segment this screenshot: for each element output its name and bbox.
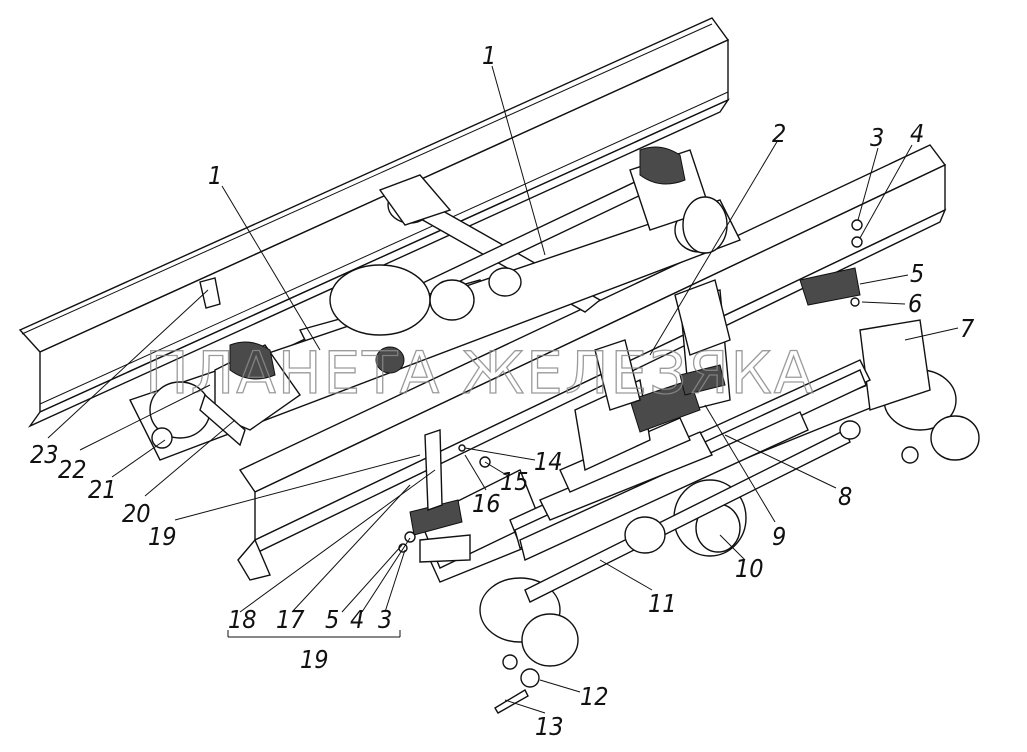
- bushing-center: [429, 267, 522, 321]
- callout-20: 19: [148, 522, 177, 551]
- callout-8: 8: [838, 482, 852, 511]
- callout-17: 17: [276, 605, 305, 634]
- callout-10: 10: [735, 554, 764, 583]
- callout-2: 2: [772, 119, 786, 148]
- bracket-rear-right: [629, 146, 728, 254]
- callout-4: 4: [910, 119, 924, 148]
- callout-19: 19: [300, 645, 329, 674]
- callout-3: 3: [870, 123, 884, 152]
- leader-lines: [47, 65, 959, 714]
- bracket-rear-left: [199, 341, 301, 447]
- frame-rail-left: [18, 17, 730, 428]
- callout-1b: 1: [482, 41, 496, 70]
- callout-4b: 4: [350, 605, 364, 634]
- callout-18: 18: [228, 605, 257, 634]
- callout-7: 7: [960, 314, 975, 343]
- callout-11: 11: [648, 589, 677, 618]
- torque-rod-lower: [524, 420, 861, 603]
- callout-12: 12: [580, 682, 609, 711]
- callout-5b: 5: [325, 605, 339, 634]
- watermark: ПЛАНЕТА ЖЕЛЕЗЯКА: [145, 339, 815, 407]
- callout-21: 20: [122, 499, 151, 528]
- callout-5: 5: [910, 259, 924, 288]
- callout-9: 9: [772, 522, 786, 551]
- callout-13: 13: [535, 712, 564, 741]
- callout-14: 14: [534, 447, 563, 476]
- bracket-frame-front: [424, 279, 731, 511]
- callout-22: 21: [88, 475, 117, 504]
- callout-3b: 3: [378, 605, 392, 634]
- callout-16: 16: [472, 489, 501, 518]
- callout-23: 22: [58, 455, 87, 484]
- callout-6: 6: [908, 289, 922, 318]
- pads: [409, 267, 861, 563]
- callout-1a: 1: [208, 161, 222, 190]
- callouts: 1 1 2 3 4 5 6 7 8 9 10 11 12 13 14 15 16…: [30, 41, 975, 741]
- callout-24: 23: [30, 440, 59, 469]
- u-bolt-clamp: [629, 364, 726, 433]
- callout-15: 15: [500, 467, 529, 496]
